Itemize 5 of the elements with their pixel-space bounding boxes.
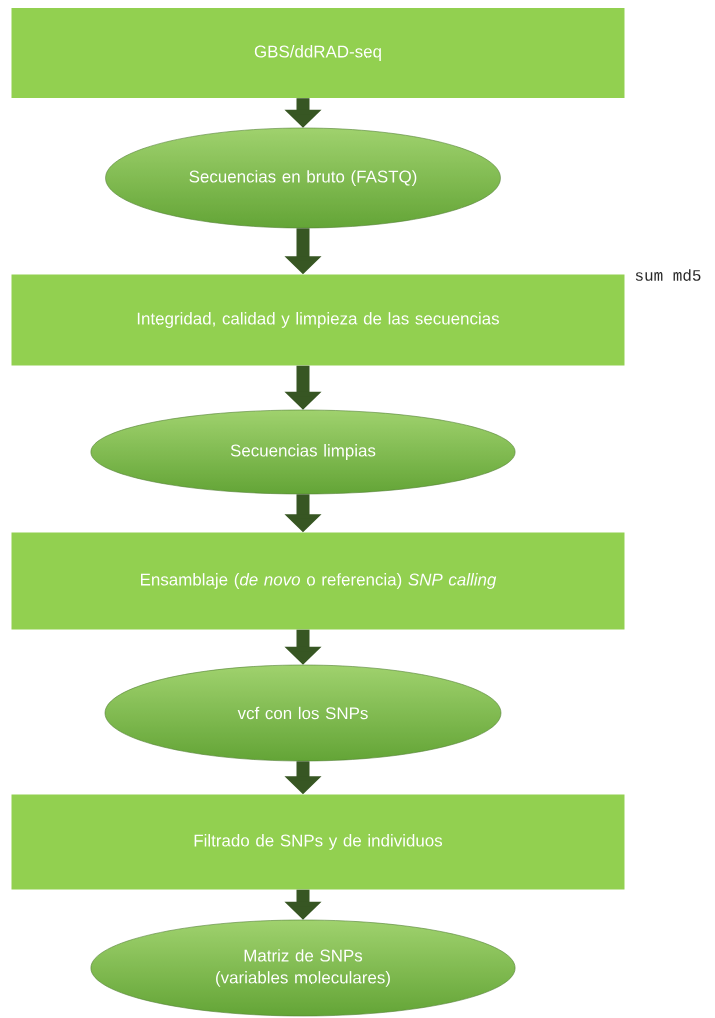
process-box: Integridad, calidad y limpieza de las secuencias [11,274,625,366]
process-box: Filtrado de SNPs y de individuos [11,794,625,890]
process-box: Ensamblaje (de novo o referencia) SNP calling [11,532,625,630]
tool-label: sum md5 [635,269,701,281]
process-box: GBS/ddRAD-seq [11,8,625,98]
